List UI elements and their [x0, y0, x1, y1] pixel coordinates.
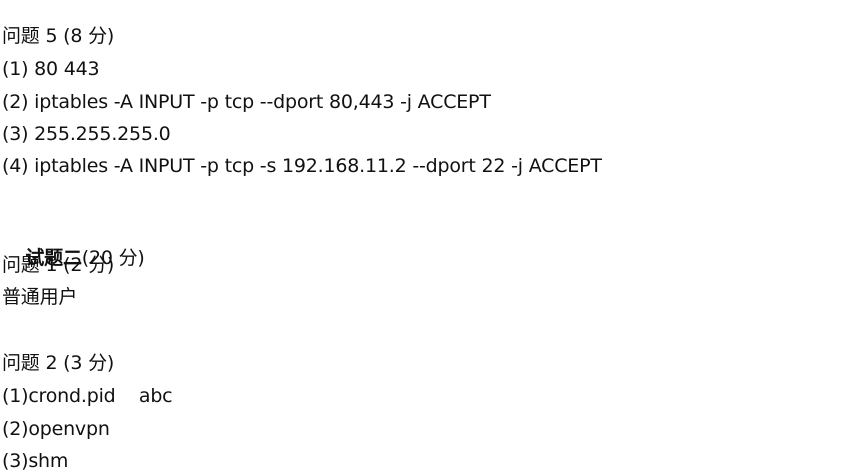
- section-title: 试题二(20 分): [2, 219, 144, 269]
- question-1-answer: 普通用户: [2, 286, 78, 308]
- answer-line: (3) 255.255.255.0: [2, 123, 171, 145]
- question-1-heading: 问题 1 (2 分): [2, 254, 115, 276]
- section-title-score: (20 分): [81, 247, 145, 269]
- section-title-bold: 试题二: [25, 247, 82, 269]
- answer-line: (2)openvpn: [2, 418, 110, 440]
- answer-line: (3)shm: [2, 450, 69, 472]
- answer-line: (2) iptables -A INPUT -p tcp --dport 80,…: [2, 91, 491, 113]
- answer-line: (1) 80 443: [2, 58, 100, 80]
- question-5-heading: 问题 5 (8 分): [2, 25, 115, 47]
- answer-line: (1)crond.pid abc: [2, 385, 173, 407]
- answer-line: (4) iptables -A INPUT -p tcp -s 192.168.…: [2, 155, 602, 177]
- question-2-heading: 问题 2 (3 分): [2, 352, 115, 374]
